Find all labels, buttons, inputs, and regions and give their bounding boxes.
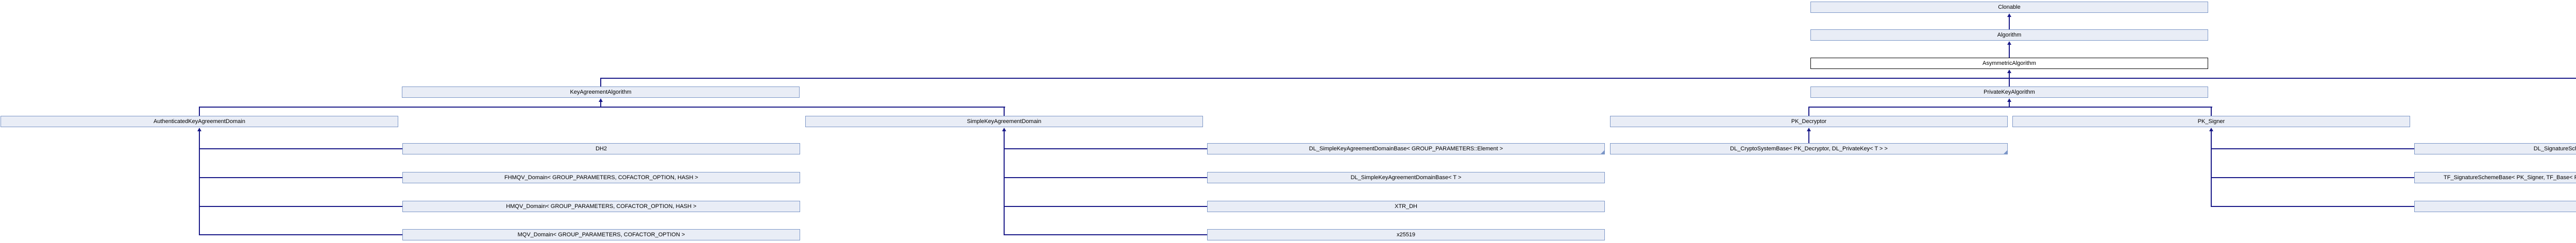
connector-line xyxy=(199,148,403,149)
connector-line xyxy=(600,78,601,86)
connector-line xyxy=(1808,107,2212,108)
connector-line xyxy=(199,177,403,178)
class-box-pk-decryptor[interactable]: PK_Decryptor xyxy=(1610,116,2008,127)
class-box-private-key-algorithm[interactable]: PrivateKeyAlgorithm xyxy=(1810,86,2208,98)
class-box-xtr-dh[interactable]: XTR_DH xyxy=(1207,201,1605,212)
class-box-dh2[interactable]: DH2 xyxy=(402,143,800,154)
arrow-up-icon xyxy=(1807,128,1811,131)
arrow-up-icon xyxy=(2209,128,2213,131)
class-box-x25519[interactable]: x25519 xyxy=(1207,229,1605,240)
class-box-clonable[interactable]: Clonable xyxy=(1810,2,2208,13)
connector-line xyxy=(2009,17,2010,29)
connector-line xyxy=(2009,73,2010,86)
connector-line xyxy=(2211,131,2212,207)
arrow-up-icon xyxy=(1002,128,1006,131)
arrow-up-icon xyxy=(2007,13,2011,17)
class-box-hmqv-domain[interactable]: HMQV_Domain< GROUP_PARAMETERS, COFACTOR_… xyxy=(402,201,800,212)
class-box-tf-signature-scheme-base-signer[interactable]: TF_SignatureSchemeBase< PK_Signer, TF_Ba… xyxy=(2414,172,2576,183)
class-box-simple-key-agreement-domain[interactable]: SimpleKeyAgreementDomain xyxy=(805,116,1203,127)
arrow-up-icon xyxy=(2007,70,2011,73)
arrow-up-icon xyxy=(197,128,201,131)
connector-line xyxy=(1004,107,1005,116)
connector-line xyxy=(199,234,403,235)
connector-line xyxy=(1808,131,1809,143)
connector-line xyxy=(1004,131,1005,235)
arrow-up-icon xyxy=(2007,98,2011,102)
class-box-dl-cryptosystem-base-decryptor[interactable]: DL_CryptoSystemBase< PK_Decryptor, DL_Pr… xyxy=(1610,143,2008,154)
connector-line xyxy=(600,102,601,107)
class-box-authenticated-key-agreement-domain[interactable]: AuthenticatedKeyAgreementDomain xyxy=(1,116,398,127)
class-box-key-agreement-algorithm[interactable]: KeyAgreementAlgorithm xyxy=(402,86,800,98)
class-box-dl-simple-kad-base-element[interactable]: DL_SimpleKeyAgreementDomainBase< GROUP_P… xyxy=(1207,143,1605,154)
class-box-fhmqv-domain[interactable]: FHMQV_Domain< GROUP_PARAMETERS, COFACTOR… xyxy=(402,172,800,183)
class-box-dl-signature-scheme-base-signer[interactable]: DL_SignatureSchemeBase< PK_Signer, DL_Pr… xyxy=(2414,143,2576,154)
connector-line xyxy=(1808,107,1809,116)
connector-line xyxy=(1004,234,1208,235)
connector-line xyxy=(199,206,403,207)
connector-line xyxy=(199,107,1005,108)
connector-line xyxy=(1004,206,1208,207)
connector-line xyxy=(2211,148,2415,149)
class-box-mqv-domain[interactable]: MQV_Domain< GROUP_PARAMETERS, COFACTOR_O… xyxy=(402,229,800,240)
class-box-asymmetric-algorithm: AsymmetricAlgorithm xyxy=(1810,58,2208,69)
connector-line xyxy=(199,107,200,116)
connector-line xyxy=(2211,206,2415,207)
connector-line xyxy=(1004,177,1208,178)
connector-line xyxy=(2211,177,2415,178)
class-box-dl-simple-kad-base-t[interactable]: DL_SimpleKeyAgreementDomainBase< T > xyxy=(1207,172,1605,183)
class-box-pk-signer[interactable]: PK_Signer xyxy=(2012,116,2410,127)
connector-line xyxy=(2009,102,2010,107)
arrow-up-icon xyxy=(599,98,603,102)
connector-line xyxy=(1004,148,1208,149)
class-box-ed25519-signer[interactable]: ed25519Signer xyxy=(2414,201,2576,212)
connector-line xyxy=(199,131,200,235)
connector-line xyxy=(2211,107,2212,116)
arrow-up-icon xyxy=(2007,41,2011,45)
connector-line xyxy=(2009,45,2010,58)
connector-line xyxy=(600,78,2576,79)
class-box-algorithm[interactable]: Algorithm xyxy=(1810,29,2208,41)
